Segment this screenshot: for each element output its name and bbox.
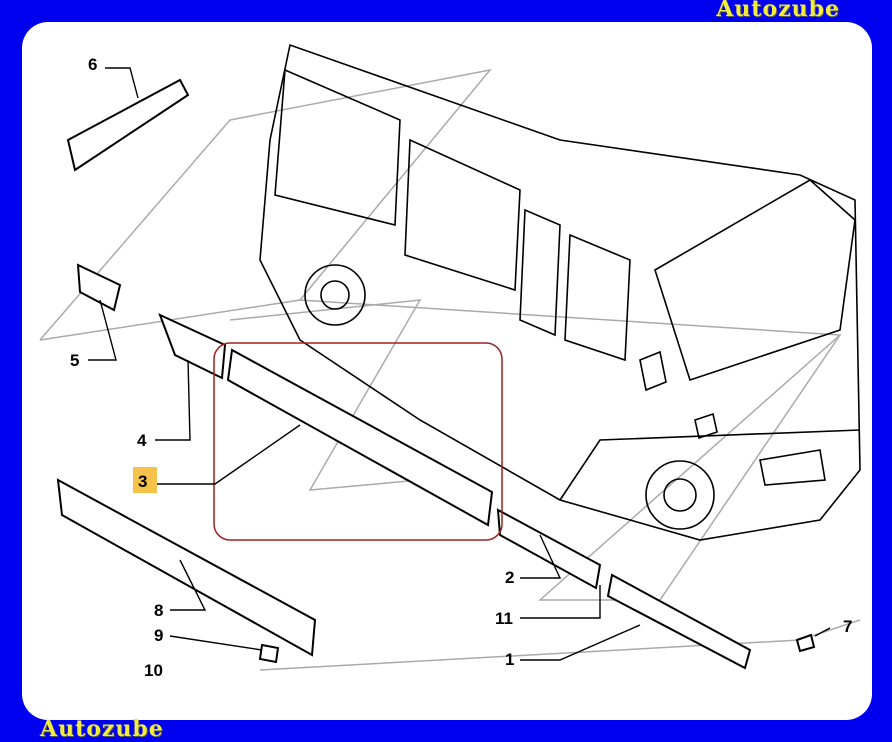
parts (56, 78, 816, 670)
van-drawing (259, 43, 861, 541)
part-4-molding[interactable] (158, 313, 227, 380)
callout-2[interactable]: 2 (505, 568, 514, 587)
selection-box (213, 342, 503, 541)
callout-3[interactable]: 3 (138, 472, 147, 491)
part-1-molding[interactable] (606, 573, 752, 670)
part-9-clip[interactable] (258, 643, 280, 664)
brand-logo-bottom: Autozube (40, 716, 164, 742)
callout-9[interactable]: 9 (154, 626, 163, 645)
callout-6[interactable]: 6 (88, 55, 97, 74)
part-8-molding[interactable] (56, 478, 317, 657)
callout-8[interactable]: 8 (154, 601, 163, 620)
callout-5[interactable]: 5 (70, 351, 79, 370)
callout-4[interactable]: 4 (137, 431, 147, 450)
brand-logo-top: Autozube (716, 0, 840, 22)
part-5-molding[interactable] (76, 263, 122, 312)
leader-lines (88, 67, 831, 661)
part-6-molding[interactable] (66, 78, 190, 172)
guide-lines (39, 68, 861, 671)
part-3-molding[interactable] (226, 348, 494, 527)
parts-diagram: 6 5 4 3 8 9 10 2 11 1 7 (39, 43, 861, 680)
part-2-molding[interactable] (496, 508, 602, 590)
part-7-clip[interactable] (795, 633, 816, 653)
callout-1[interactable]: 1 (505, 650, 514, 669)
highlight-badge-3 (133, 467, 157, 493)
diagram-panel: 6 5 4 3 8 9 10 2 11 1 7 (22, 22, 872, 720)
callout-7[interactable]: 7 (843, 617, 852, 636)
callout-10[interactable]: 10 (144, 661, 163, 680)
callout-11[interactable]: 11 (495, 609, 513, 628)
